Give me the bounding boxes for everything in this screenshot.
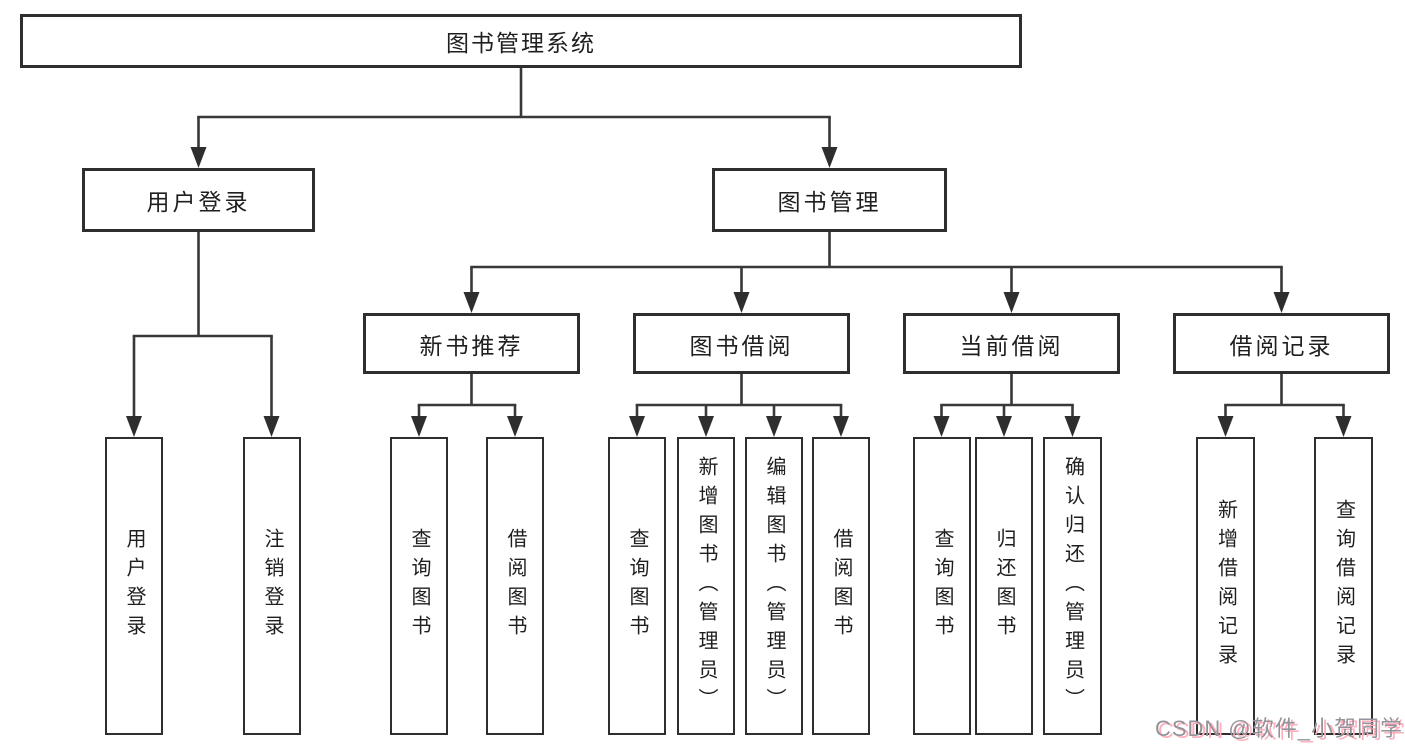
arrowhead-icons [126,147,1352,437]
leaf-logout: 注销登录 [243,437,301,735]
node-label: 新增借阅记录 [1214,499,1237,673]
leaf-borrow-book-2: 借阅图书 [812,437,870,735]
node-label: 借阅图书 [830,528,852,644]
node-label: 编辑图书（管理员） [763,455,785,717]
node-label: 借阅记录 [1229,332,1334,359]
leaf-return-book: 归还图书 [975,437,1033,735]
node-label: 注销登录 [261,528,283,644]
node-label: 查询图书 [408,528,430,644]
node-label: 查询图书 [626,528,648,644]
node-label: 确认归还（管理员） [1061,455,1084,717]
node-borrow-record: 借阅记录 [1173,313,1390,374]
leaf-edit-book-admin: 编辑图书（管理员） [745,437,803,735]
leaf-user-login: 用户登录 [105,437,163,735]
node-label: 图书管理 [777,189,882,215]
node-new-book-recommend: 新书推荐 [363,313,580,374]
leaf-add-borrow-record: 新增借阅记录 [1196,437,1255,735]
node-label: 用户登录 [146,189,251,215]
leaf-add-book-admin: 新增图书（管理员） [677,437,735,735]
node-book-management: 图书管理 [712,168,947,232]
csdn-watermark: CSDN @软件_小贺同学 [1154,716,1403,741]
node-label: 图书管理系统 [446,30,596,56]
node-root-system: 图书管理系统 [20,14,1022,68]
node-user-login: 用户登录 [82,168,315,232]
leaf-query-borrow-record: 查询借阅记录 [1314,437,1373,735]
node-label: 当前借阅 [959,332,1064,359]
node-label: 图书借阅 [689,332,794,359]
node-label: 借阅图书 [504,528,526,644]
leaf-borrow-book-1: 借阅图书 [486,437,544,735]
leaf-confirm-return-admin: 确认归还（管理员） [1043,437,1102,735]
node-label: 归还图书 [993,528,1015,644]
leaf-query-book-2: 查询图书 [608,437,666,735]
leaf-query-book-3: 查询图书 [913,437,971,735]
leaf-query-book-1: 查询图书 [390,437,448,735]
node-label: 新书推荐 [419,332,524,359]
node-book-borrow: 图书借阅 [633,313,850,374]
node-label: 查询借阅记录 [1332,499,1355,673]
node-label: 查询图书 [931,528,953,644]
node-current-borrow: 当前借阅 [903,313,1120,374]
node-label: 用户登录 [123,528,145,644]
node-label: 新增图书（管理员） [695,455,717,717]
